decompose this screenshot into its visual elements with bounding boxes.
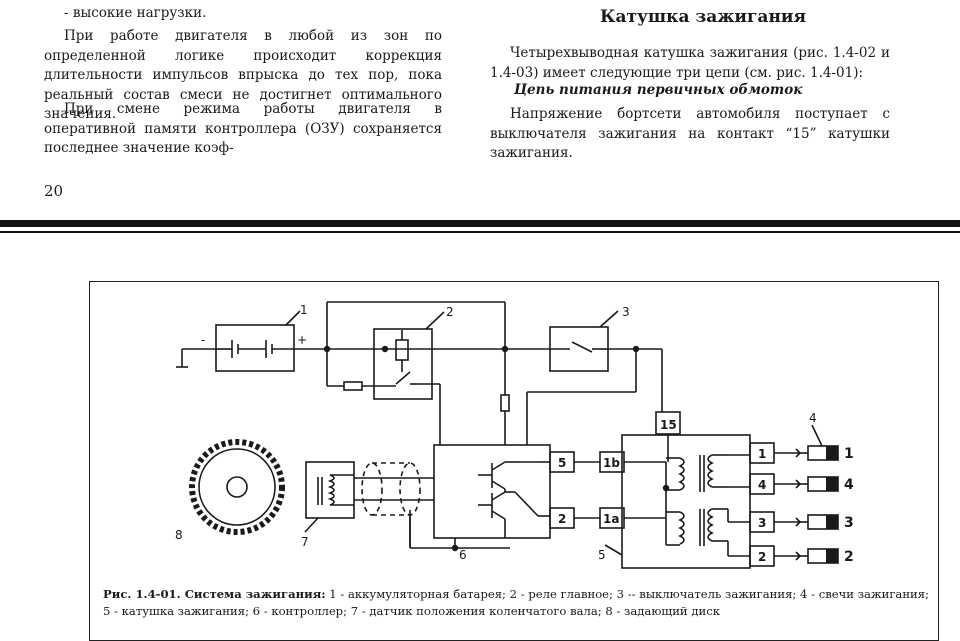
relay-box: [373, 328, 433, 400]
coil-output-2: 2: [758, 550, 766, 564]
callout-2: 2: [446, 305, 454, 319]
left-paragraph-2: При смене режима работы двигателя в опер…: [44, 101, 442, 156]
coil-input-1b-label: 1b: [603, 456, 620, 470]
controller-pin-2-label: 2: [558, 512, 566, 526]
plug-label-2: 2: [844, 549, 854, 565]
battery-plus-label: +: [297, 333, 307, 347]
left-paragraph-1: При работе двигателя в любой из зон по о…: [44, 28, 442, 122]
caption-title: Рис. 1.4-01. Система зажигания:: [103, 587, 326, 601]
crankshaft-sensor-box: [305, 461, 355, 519]
coil-input-1a-label: 1a: [603, 512, 619, 526]
coil-output-1: 1: [758, 447, 766, 461]
battery-box: [215, 324, 295, 372]
callout-6: 6: [459, 548, 467, 562]
figure-caption: Рис. 1.4-01. Система зажигания: 1 - акку…: [103, 586, 929, 620]
controller-pin-5-label: 5: [558, 456, 566, 470]
callout-1: 1: [300, 303, 308, 317]
left-top-line: - высокие нагрузки.: [64, 5, 207, 21]
coil-output-4: 4: [758, 478, 766, 492]
ignition-coil-box: [621, 434, 751, 569]
section-subheading: Цепь питания первичных обмоток: [514, 82, 803, 98]
page-number: 20: [44, 182, 64, 200]
plug-label-4: 4: [844, 477, 854, 493]
callout-4: 4: [809, 411, 817, 425]
callout-5: 5: [598, 548, 606, 562]
terminal-15-label: 15: [660, 418, 677, 432]
plug-label-3: 3: [844, 515, 854, 531]
page-divider-thick: [0, 220, 960, 227]
right-paragraph-1: Четырехвыводная катушка зажигания (рис. …: [490, 45, 890, 81]
battery-minus-label: -: [201, 333, 205, 347]
section-heading: Катушка зажигания: [600, 7, 807, 27]
plug-label-1: 1: [844, 446, 854, 462]
callout-7: 7: [301, 535, 309, 549]
caption-text: 1 - аккумуляторная батарея; 2 - реле гла…: [103, 587, 930, 618]
callout-8: 8: [175, 528, 183, 542]
callout-3: 3: [622, 305, 630, 319]
coil-output-3: 3: [758, 516, 766, 530]
right-paragraph-2: Напряжение бортсети автомобиля поступает…: [490, 106, 890, 161]
page-divider-thin: [0, 231, 960, 233]
controller-box: [433, 444, 551, 539]
